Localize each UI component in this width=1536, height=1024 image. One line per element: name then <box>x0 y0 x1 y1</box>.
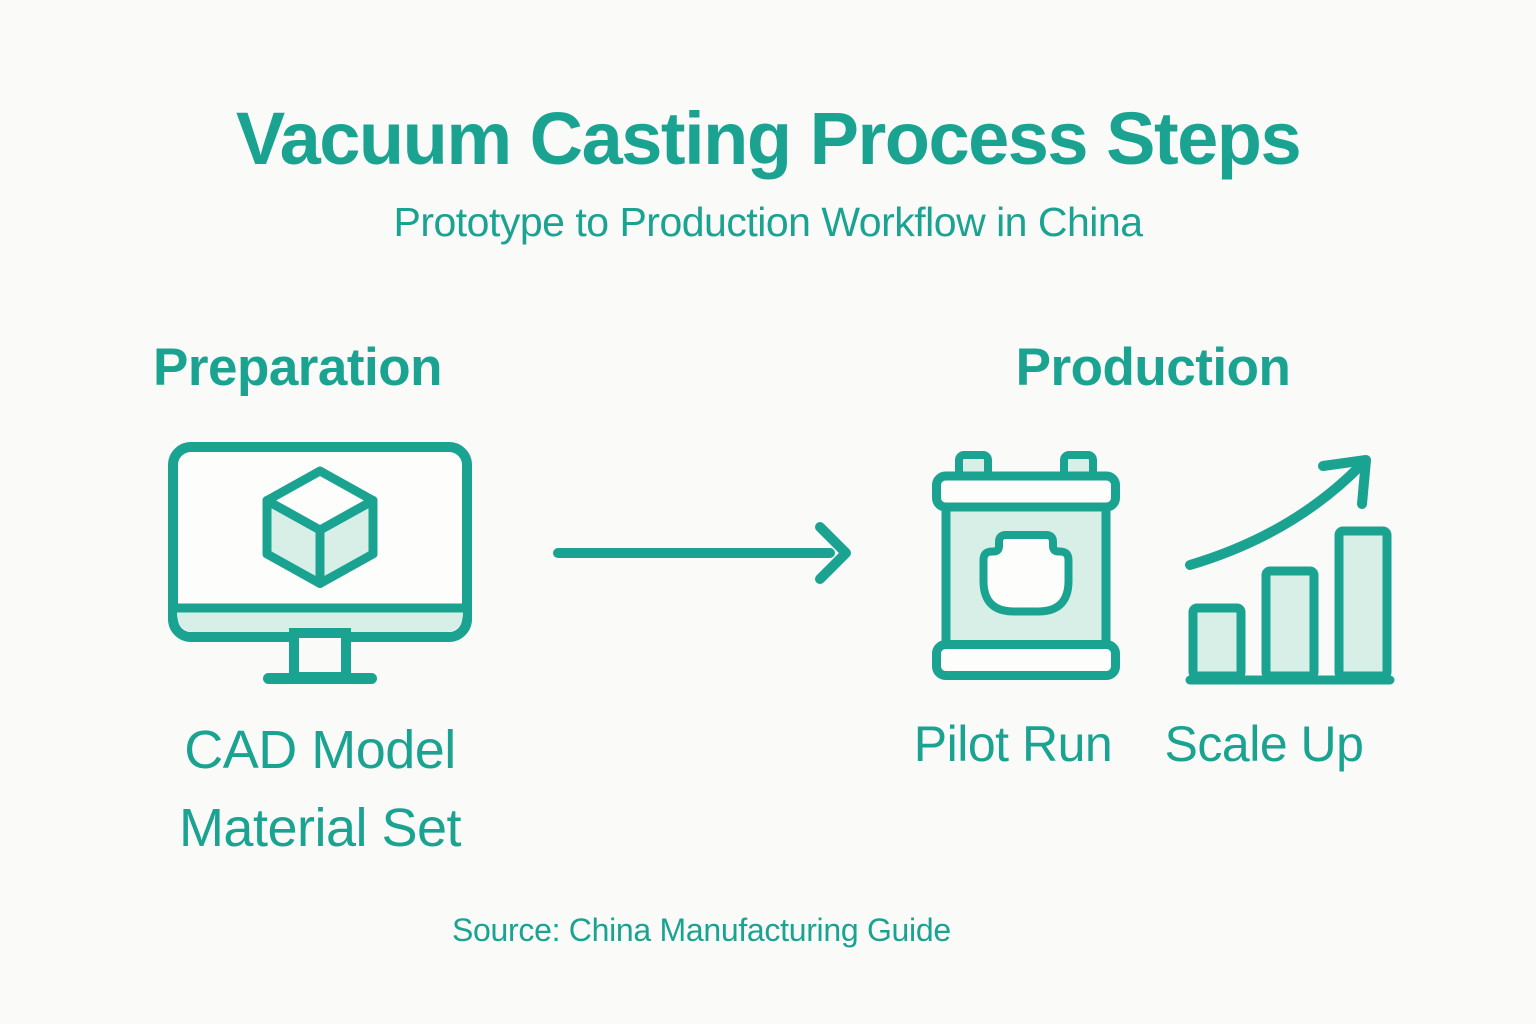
casting-machine-icon <box>932 451 1120 680</box>
source-credit: Source: China Manufacturing Guide <box>452 912 951 948</box>
label-cad-model: CAD Model <box>184 720 456 780</box>
mold-icon <box>979 531 1073 616</box>
right-arrow-icon <box>553 522 851 584</box>
page-subtitle: Prototype to Production Workflow in Chin… <box>393 199 1143 245</box>
monitor-cad-cube-icon <box>168 442 472 684</box>
growth-curve-icon <box>1185 459 1367 570</box>
label-pilot-run: Pilot Run <box>913 716 1113 772</box>
label-material-set: Material Set <box>178 798 462 858</box>
growth-bar-chart-icon <box>1185 455 1395 685</box>
page-title: Vacuum Casting Process Steps <box>235 97 1302 180</box>
label-scale-up: Scale Up <box>1164 716 1364 772</box>
growth-arrowhead-icon <box>1318 455 1371 509</box>
section-heading-production: Production <box>1015 338 1291 397</box>
section-heading-preparation: Preparation <box>153 338 443 397</box>
preparation-labels: CAD Model Material Set <box>120 711 520 867</box>
cad-cube-icon <box>262 466 378 588</box>
